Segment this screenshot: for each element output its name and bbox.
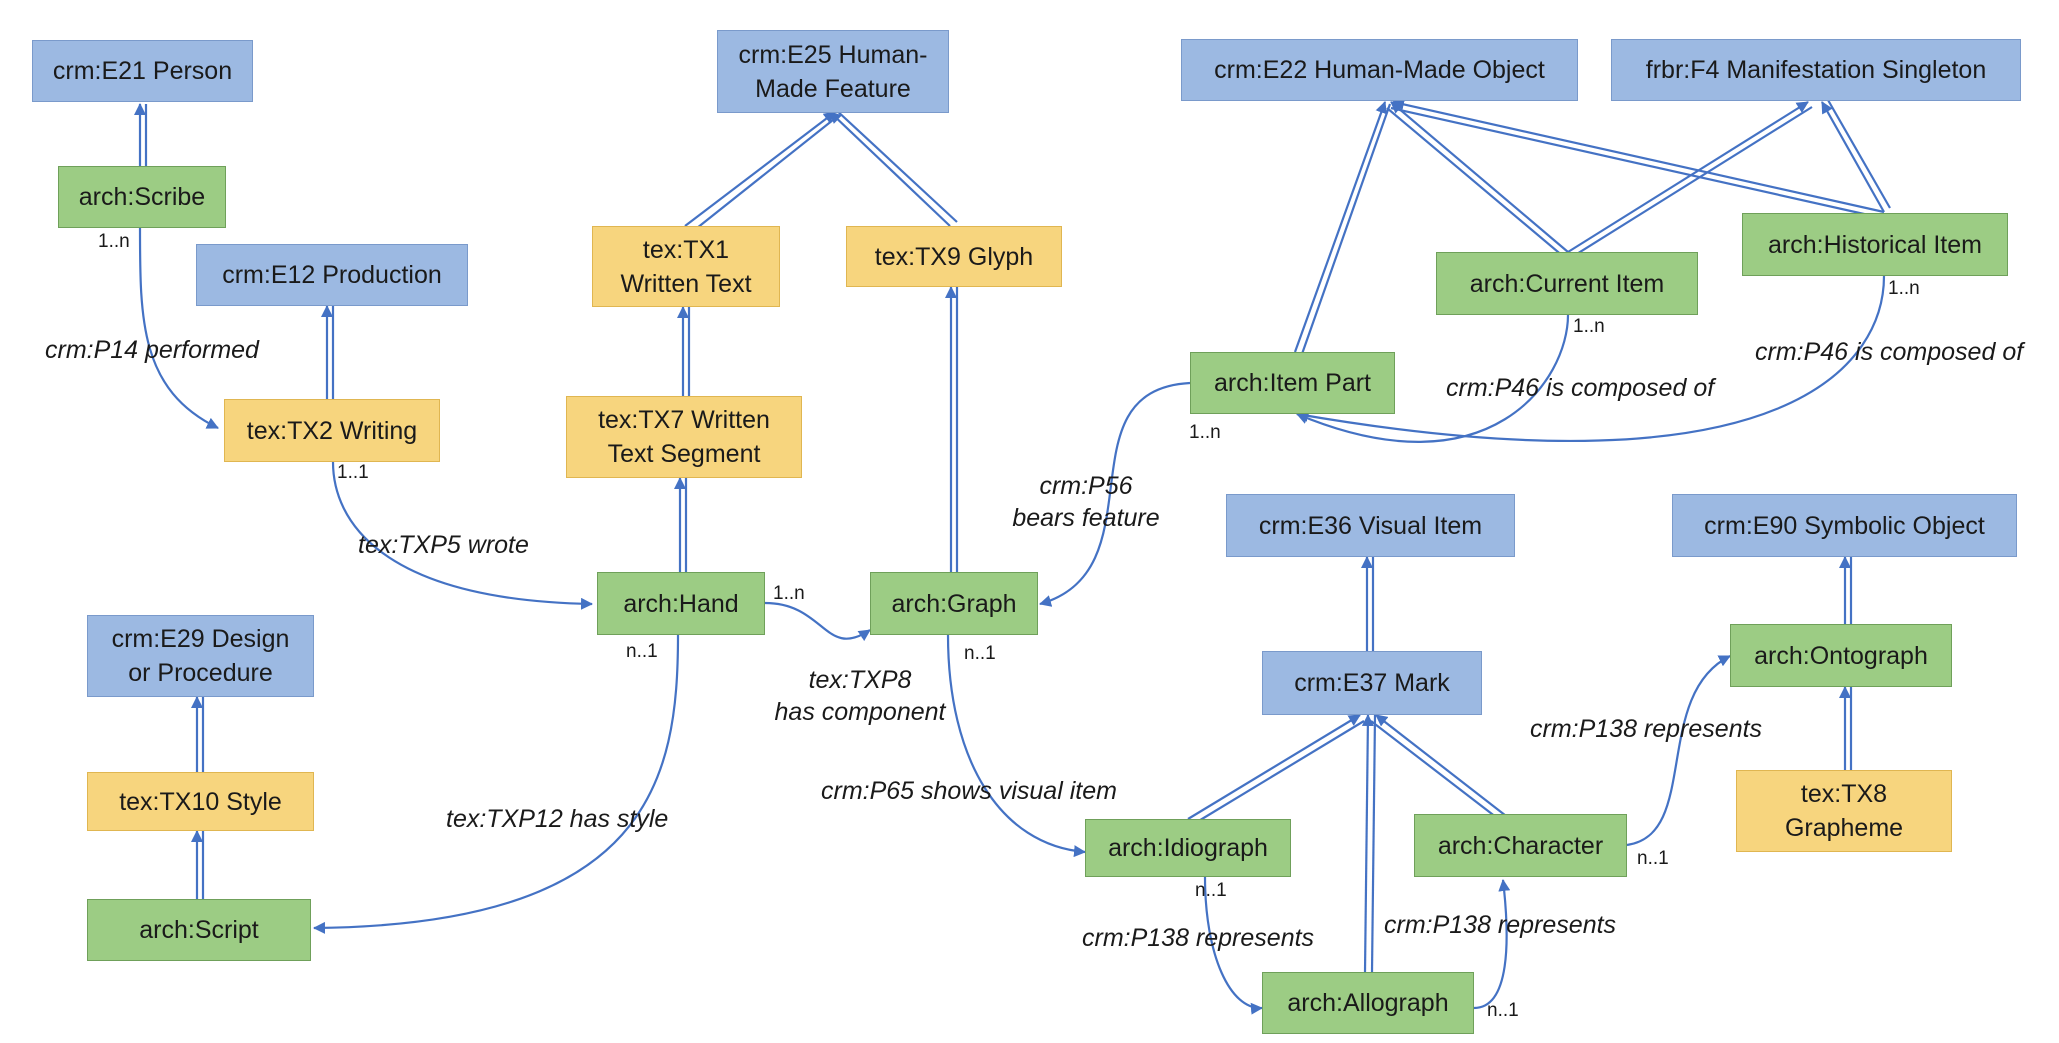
label-p138-allograph-character: crm:P138 represents: [1384, 911, 1617, 939]
node-e22-human-made-object: crm:E22 Human-Made Object: [1181, 39, 1578, 101]
node-label: tex:TX10 Style: [119, 787, 282, 816]
edge-allograph-character: [1473, 879, 1511, 1010]
node-graph: arch:Graph: [870, 572, 1038, 635]
edge-idiograph-allograph: [1203, 876, 1263, 1015]
node-character: arch:Character: [1414, 814, 1627, 877]
label-p138-character-ontograph: crm:P138 represents: [1530, 715, 1763, 743]
subclass-idiograph-e37: [1187, 714, 1361, 820]
node-label: crm:E22 Human-Made Object: [1214, 56, 1545, 84]
node-historical-item: arch:Historical Item: [1742, 213, 2008, 276]
node-current-item: arch:Current Item: [1436, 252, 1698, 315]
cardinality-tx2: 1..1: [337, 462, 369, 483]
node-label: arch:Hand: [623, 589, 739, 618]
label-p14-performed: crm:P14 performed: [45, 336, 259, 364]
subclass-tx1-e25: [684, 111, 836, 227]
subclass-itempart-e22: [1293, 101, 1387, 353]
label-txp12-has-style: tex:TXP12 has style: [446, 805, 669, 833]
cardinality-allograph: n..1: [1487, 1000, 1519, 1021]
node-tx10-style: tex:TX10 Style: [87, 772, 314, 831]
node-e36-visual-item: crm:E36 Visual Item: [1226, 494, 1515, 557]
node-tx7-written-text-segment: tex:TX7 Written Text Segment: [566, 396, 802, 478]
edge-historical-itempart: [1296, 275, 1886, 443]
label-p46-current: crm:P46 is composed of: [1446, 374, 1715, 402]
node-allograph: arch:Allograph: [1262, 972, 1474, 1034]
edge-scribe-tx2: [138, 227, 219, 429]
node-label: tex:TX8 Grapheme: [1784, 780, 1904, 842]
node-e90-symbolic-object: crm:E90 Symbolic Object: [1672, 494, 2017, 557]
node-label: arch:Scribe: [78, 183, 206, 211]
node-label: arch:Allograph: [1287, 989, 1449, 1017]
cardinality-item-part: 1..n: [1189, 422, 1221, 443]
node-label: crm:E37 Mark: [1294, 669, 1450, 697]
cardinality-character: n..1: [1637, 848, 1669, 869]
node-hand: arch:Hand: [597, 572, 765, 635]
node-label: crm:E25 Human- Made Feature: [738, 40, 928, 103]
node-label: crm:E90 Symbolic Object: [1704, 511, 1985, 540]
node-e12-production: crm:E12 Production: [196, 244, 468, 306]
subclass-character-e37: [1375, 714, 1511, 820]
node-label: crm:E12 Production: [222, 261, 442, 289]
node-label: tex:TX7 Written Text Segment: [598, 406, 770, 468]
node-label: tex:TX2 Writing: [246, 416, 418, 445]
cardinality-hand-bottom: n..1: [626, 641, 658, 662]
subclass-current-e22: [1390, 101, 1569, 253]
subclass-allograph-e37: [1361, 714, 1374, 973]
node-tx8-grapheme: tex:TX8 Grapheme: [1736, 770, 1952, 852]
edge-hand-graph: [764, 601, 871, 642]
cardinality-scribe: 1..n: [98, 231, 130, 252]
node-label: arch:Historical Item: [1768, 230, 1982, 259]
node-idiograph: arch:Idiograph: [1085, 819, 1291, 877]
cardinality-graph-bottom: n..1: [964, 643, 996, 664]
node-label: arch:Character: [1437, 831, 1604, 860]
node-label: tex:TX9 Glyph: [874, 242, 1034, 271]
node-script: arch:Script: [87, 899, 311, 961]
node-label: arch:Graph: [891, 589, 1017, 618]
node-tx1-written-text: tex:TX1 Written Text: [592, 226, 780, 307]
node-label: tex:TX1 Written Text: [620, 235, 752, 298]
subclass-historical-f4: [1821, 101, 1885, 213]
label-p56-bears-feature: crm:P56 bears feature: [1012, 472, 1160, 532]
node-label: arch:Current Item: [1469, 269, 1665, 298]
edge-current-itempart: [1296, 314, 1570, 443]
node-scribe: arch:Scribe: [58, 166, 226, 228]
node-tx2-writing: tex:TX2 Writing: [224, 399, 440, 462]
node-label: arch:Ontograph: [1754, 641, 1928, 670]
subclass-historical-e22: [1392, 98, 1885, 214]
edge-itempart-graph: [1039, 381, 1191, 607]
node-tx9-glyph: tex:TX9 Glyph: [846, 226, 1062, 287]
node-label: frbr:F4 Manifestation Singleton: [1645, 56, 1987, 84]
node-label: crm:E36 Visual Item: [1258, 511, 1483, 540]
cardinality-hand-right: 1..n: [773, 583, 805, 604]
node-label: crm:E29 Design or Procedure: [111, 625, 290, 687]
label-txp8-has-component: tex:TXP8 has component: [774, 666, 946, 726]
edge-character-ontograph: [1626, 655, 1731, 847]
node-label: arch:Item Part: [1214, 369, 1371, 397]
edge-graph-idiograph: [946, 634, 1086, 858]
edge-hand-script: [313, 634, 680, 934]
node-item-part: arch:Item Part: [1190, 352, 1395, 414]
subclass-current-f4: [1567, 101, 1809, 253]
node-ontograph: arch:Ontograph: [1730, 624, 1952, 687]
cardinality-historical-item: 1..n: [1888, 278, 1920, 299]
node-e37-mark: crm:E37 Mark: [1262, 651, 1482, 715]
label-txp5-wrote: tex:TXP5 wrote: [358, 531, 529, 559]
label-p138-idiograph-allograph: crm:P138 represents: [1082, 924, 1315, 952]
node-label: arch:Script: [139, 916, 259, 944]
node-e29-design-or-procedure: crm:E29 Design or Procedure: [87, 615, 314, 697]
node-f4-manifestation-singleton: frbr:F4 Manifestation Singleton: [1611, 39, 2021, 101]
label-p65-shows-visual-item: crm:P65 shows visual item: [821, 777, 1117, 805]
node-label: crm:E21 Person: [52, 57, 233, 85]
node-e25-human-made-feature: crm:E25 Human- Made Feature: [717, 30, 949, 113]
node-e21-person: crm:E21 Person: [32, 40, 253, 102]
edge-tx2-hand: [331, 461, 593, 610]
cardinality-idiograph: n..1: [1195, 880, 1227, 901]
subclass-tx9-e25: [829, 111, 951, 227]
cardinality-current-item: 1..n: [1573, 316, 1605, 337]
label-p46-historical: crm:P46 is composed of: [1755, 338, 2024, 366]
node-label: arch:Idiograph: [1108, 834, 1268, 862]
